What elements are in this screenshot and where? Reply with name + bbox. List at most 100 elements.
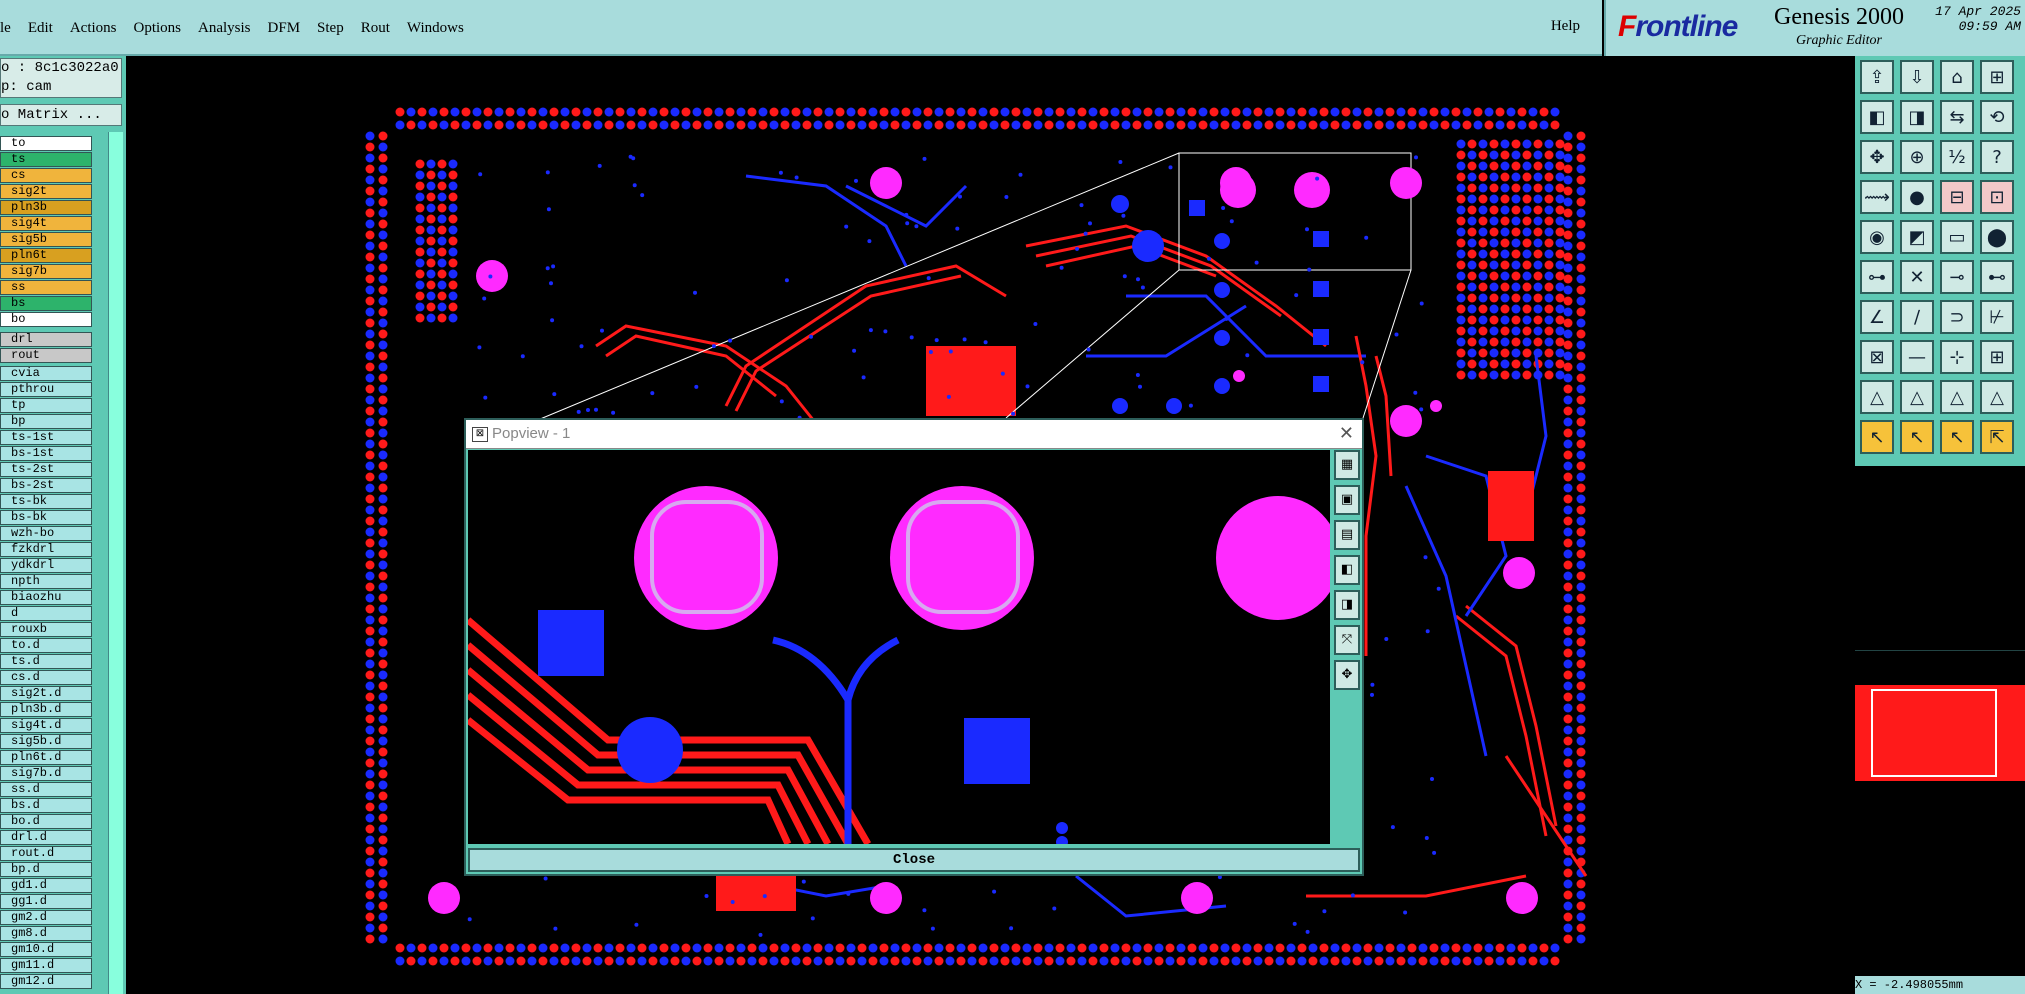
tool-button-21[interactable]: ⊶ bbox=[1860, 260, 1894, 294]
layer-row[interactable]: sig7b bbox=[0, 264, 92, 279]
layer-row[interactable]: cs.d bbox=[0, 670, 92, 685]
layer-row[interactable]: wzh-bo bbox=[0, 526, 92, 541]
tool-button-4[interactable]: ⊞ bbox=[1980, 60, 2014, 94]
layer-row[interactable]: bo.d bbox=[0, 814, 92, 829]
popview-titlebar[interactable]: ⊠ Popview - 1 ✕ bbox=[466, 420, 1362, 449]
layer-row[interactable]: sig2t.d bbox=[0, 686, 92, 701]
layer-row[interactable]: gm10.d bbox=[0, 942, 92, 957]
layer-row[interactable]: bs-2st bbox=[0, 478, 92, 493]
tool-button-8[interactable]: ⟲ bbox=[1980, 100, 2014, 134]
layer-row[interactable]: drl bbox=[0, 332, 92, 347]
layer-row[interactable]: sig4t bbox=[0, 216, 92, 231]
layer-row[interactable]: sig5b.d bbox=[0, 734, 92, 749]
tool-button-11[interactable]: ½ bbox=[1940, 140, 1974, 174]
layer-row[interactable]: ts bbox=[0, 152, 92, 167]
layer-row[interactable]: rouxb bbox=[0, 622, 92, 637]
tool-button-29[interactable]: ⊠ bbox=[1860, 340, 1894, 374]
tool-button-28[interactable]: ⊬ bbox=[1980, 300, 2014, 334]
tool-button-24[interactable]: ⊷ bbox=[1980, 260, 2014, 294]
layer-row[interactable]: drl.d bbox=[0, 830, 92, 845]
tool-button-22[interactable]: ✕ bbox=[1900, 260, 1934, 294]
menu-help[interactable]: Help bbox=[1550, 18, 1580, 34]
layer-row[interactable]: bo bbox=[0, 312, 92, 327]
tool-button-36[interactable]: △ bbox=[1980, 380, 2014, 414]
layer-row[interactable]: rout bbox=[0, 348, 92, 363]
menu-analysis[interactable]: Analysis bbox=[198, 19, 251, 36]
menu-edit[interactable]: Edit bbox=[27, 19, 53, 36]
layer-row[interactable]: gm11.d bbox=[0, 958, 92, 973]
close-icon[interactable]: ✕ bbox=[1338, 423, 1354, 444]
layer-row[interactable]: gd1.d bbox=[0, 878, 92, 893]
tool-button-30[interactable]: — bbox=[1900, 340, 1934, 374]
layer-row[interactable]: sig7b.d bbox=[0, 766, 92, 781]
layer-row[interactable]: gm8.d bbox=[0, 926, 92, 941]
close-button[interactable]: Close bbox=[468, 848, 1360, 872]
matrix-button[interactable]: o Matrix ... bbox=[0, 104, 122, 126]
popview-window[interactable]: ⊠ Popview - 1 ✕ ▦ ▣ ▤ bbox=[464, 418, 1364, 876]
tool-button-14[interactable]: ● bbox=[1900, 180, 1934, 214]
tool-button-19[interactable]: ▭ bbox=[1940, 220, 1974, 254]
layer-row[interactable]: bp.d bbox=[0, 862, 92, 877]
layer-row[interactable]: ts-2st bbox=[0, 462, 92, 477]
tool-button-17[interactable]: ◉ bbox=[1860, 220, 1894, 254]
popview-tool-4[interactable]: ◧ bbox=[1334, 555, 1360, 585]
menu-step[interactable]: Step bbox=[317, 19, 344, 36]
tool-button-18[interactable]: ◩ bbox=[1900, 220, 1934, 254]
tool-button-1[interactable]: ⇪ bbox=[1860, 60, 1894, 94]
tool-button-10[interactable]: ⊕ bbox=[1900, 140, 1934, 174]
layer-row[interactable]: pln3b bbox=[0, 200, 92, 215]
tool-button-34[interactable]: △ bbox=[1900, 380, 1934, 414]
layer-row[interactable]: bs-1st bbox=[0, 446, 92, 461]
layer-row[interactable]: ss bbox=[0, 280, 92, 295]
tool-button-27[interactable]: ⊃ bbox=[1940, 300, 1974, 334]
layer-row[interactable]: npth bbox=[0, 574, 92, 589]
layer-row[interactable]: pthrou bbox=[0, 382, 92, 397]
layer-scrollbar[interactable] bbox=[108, 132, 123, 994]
layer-row[interactable]: d bbox=[0, 606, 92, 621]
popview-zoom-fit-icon[interactable]: ⤧ bbox=[1334, 625, 1360, 655]
layer-row[interactable]: gm12.d bbox=[0, 974, 92, 989]
tool-button-3[interactable]: ⌂ bbox=[1940, 60, 1974, 94]
layer-row[interactable]: ss.d bbox=[0, 782, 92, 797]
popview-tool-5[interactable]: ◨ bbox=[1334, 590, 1360, 620]
tool-button-31[interactable]: ⊹ bbox=[1940, 340, 1974, 374]
layer-row[interactable]: bp bbox=[0, 414, 92, 429]
menu-rout[interactable]: Rout bbox=[360, 19, 390, 36]
layer-row[interactable]: cvia bbox=[0, 366, 92, 381]
layer-row[interactable]: sig2t bbox=[0, 184, 92, 199]
tool-button-32[interactable]: ⊞ bbox=[1980, 340, 2014, 374]
popview-zoom-icon[interactable]: ✥ bbox=[1334, 660, 1360, 690]
tool-button-5[interactable]: ◧ bbox=[1860, 100, 1894, 134]
menu-windows[interactable]: Windows bbox=[406, 19, 464, 36]
layer-row[interactable]: ts-bk bbox=[0, 494, 92, 509]
tool-button-15[interactable]: ⊟ bbox=[1940, 180, 1974, 214]
tool-button-6[interactable]: ◨ bbox=[1900, 100, 1934, 134]
layer-row[interactable]: rout.d bbox=[0, 846, 92, 861]
tool-button-7[interactable]: ⇆ bbox=[1940, 100, 1974, 134]
layer-row[interactable]: sig4t.d bbox=[0, 718, 92, 733]
menu-options[interactable]: Options bbox=[133, 19, 182, 36]
tool-button-23[interactable]: ⊸ bbox=[1940, 260, 1974, 294]
layer-row[interactable]: ts-1st bbox=[0, 430, 92, 445]
tool-button-37[interactable]: ↖ bbox=[1860, 420, 1894, 454]
tool-button-35[interactable]: △ bbox=[1940, 380, 1974, 414]
popview-canvas[interactable] bbox=[468, 450, 1330, 844]
layer-row[interactable]: pln6t.d bbox=[0, 750, 92, 765]
layer-row[interactable]: tp bbox=[0, 398, 92, 413]
tool-button-9[interactable]: ✥ bbox=[1860, 140, 1894, 174]
tool-button-20[interactable]: ⬤ bbox=[1980, 220, 2014, 254]
layer-row[interactable]: to.d bbox=[0, 638, 92, 653]
popview-tool-3[interactable]: ▤ bbox=[1334, 520, 1360, 550]
layer-row[interactable]: bs-bk bbox=[0, 510, 92, 525]
tool-button-39[interactable]: ↖ bbox=[1940, 420, 1974, 454]
menu-file[interactable]: le bbox=[0, 19, 11, 36]
layer-row[interactable]: sig5b bbox=[0, 232, 92, 247]
tool-button-12[interactable]: ? bbox=[1980, 140, 2014, 174]
tool-button-26[interactable]: ∕ bbox=[1900, 300, 1934, 334]
layer-row[interactable]: biaozhu bbox=[0, 590, 92, 605]
layer-row[interactable]: pln6t bbox=[0, 248, 92, 263]
layer-row[interactable]: cs bbox=[0, 168, 92, 183]
layer-row[interactable]: to bbox=[0, 136, 92, 151]
tool-button-25[interactable]: ∠ bbox=[1860, 300, 1894, 334]
layer-row[interactable]: fzkdrl bbox=[0, 542, 92, 557]
